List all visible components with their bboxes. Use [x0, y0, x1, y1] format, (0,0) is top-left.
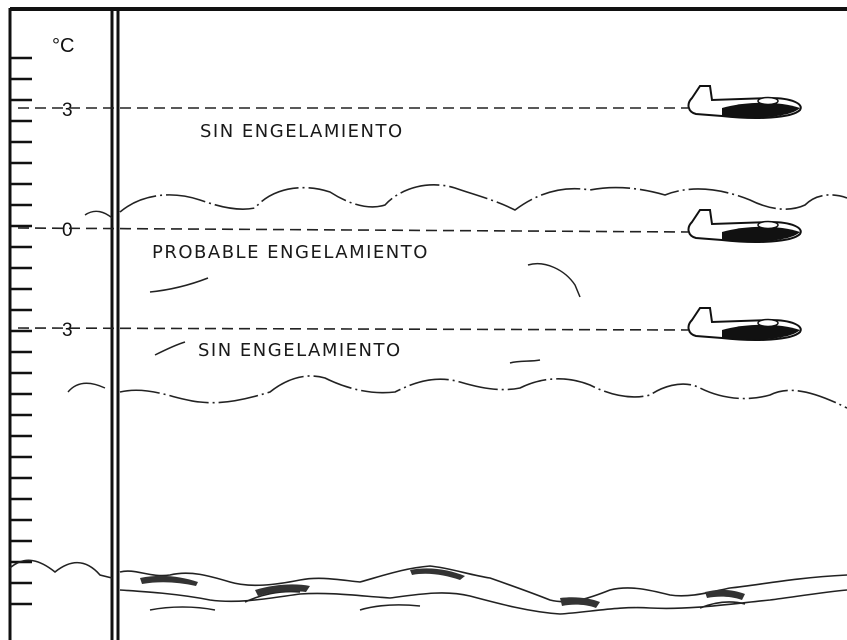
level-line-middle [17, 227, 689, 233]
scale-ticks [10, 56, 32, 606]
cloud-layer-top [119, 184, 847, 213]
scale-level-bottom: 3 [62, 320, 73, 341]
mountain-ice-deposits [140, 568, 745, 608]
zone-label-middle: PROBABLE ENGELAMIENTO [152, 242, 429, 263]
cloud-wisps [149, 263, 581, 364]
zone-label-bottom: SIN ENGELAMIENTO [198, 340, 402, 361]
mountain-range [9, 559, 847, 615]
cloud-fragment-left [84, 210, 113, 219]
zone-label-top: SIN ENGELAMIENTO [200, 121, 404, 142]
scale-level-top: 3 [62, 100, 73, 121]
scale-level-middle: 0 [62, 220, 73, 241]
airplane-icon [687, 307, 802, 341]
airplane-icon [687, 85, 802, 119]
cloud-layer-bottom [119, 375, 847, 409]
airplane-icon [687, 209, 802, 243]
cloud-fragment-left-low [67, 382, 106, 393]
scale-unit: °C [52, 35, 74, 57]
level-line-bottom [17, 327, 689, 331]
